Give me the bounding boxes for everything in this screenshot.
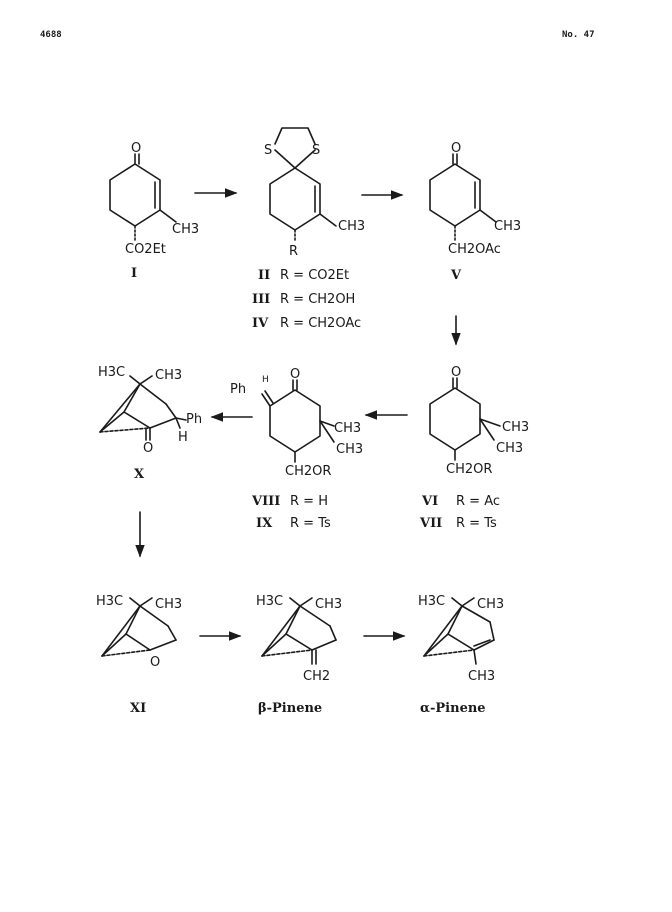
c2-sulfur-left: S [264, 143, 272, 158]
compound-X: O H3C CH3 Ph H X [98, 365, 202, 482]
c5-ketone-o: O [451, 141, 461, 156]
alpha-gem-left: H3C [418, 594, 445, 609]
c6-label-VII: VII [419, 516, 442, 531]
c6-methyl-1: CH3 [502, 420, 529, 435]
beta-pinene-name: β-Pinene [258, 701, 322, 716]
c6-methyl-2: CH3 [496, 441, 523, 456]
c10-h: H [178, 430, 188, 445]
c2-label-II: II [258, 268, 270, 283]
c1-methyl: CH3 [172, 222, 199, 237]
c8-h: H [262, 375, 269, 385]
c1-label: I [131, 266, 137, 281]
c2-label-III: III [252, 292, 270, 307]
c2-label-IV: IV [252, 316, 269, 331]
c8-methyl-1: CH3 [334, 421, 361, 436]
compound-alpha-pinene: CH3 H3C CH3 α-Pinene [418, 594, 504, 716]
c10-label: X [134, 467, 145, 482]
c6-text-VII: R = Ts [456, 516, 497, 531]
compound-XI: O H3C CH3 XI [96, 594, 182, 716]
c2-text-II: R = CO2Et [280, 268, 349, 283]
c10-ph: Ph [186, 412, 202, 427]
compound-beta-pinene: CH2 H3C CH3 β-Pinene [256, 594, 342, 716]
c6-label-VI: VI [421, 494, 438, 509]
c5-label: V [450, 268, 462, 283]
beta-gem-right: CH3 [315, 597, 342, 612]
c6-text-VI: R = Ac [456, 494, 500, 509]
beta-exo-ch2: CH2 [303, 669, 330, 684]
c5-methyl: CH3 [494, 219, 521, 234]
compound-I: O CH3 CO2Et I [109, 141, 199, 281]
c8-text-VIII: R = H [290, 494, 328, 509]
c8-substituent: CH2OR [285, 464, 331, 479]
c11-ketone-o: O [150, 655, 160, 670]
c8-label-VIII: VIII [251, 494, 280, 509]
alpha-methyl: CH3 [468, 669, 495, 684]
c2-methyl: CH3 [338, 219, 365, 234]
c11-gem-left: H3C [96, 594, 123, 609]
compound-VI-VII: O CH3 CH3 CH2OR VI R = Ac VII R = Ts [419, 365, 529, 531]
c6-ketone-o: O [451, 365, 461, 380]
c5-substituent: CH2OAc [448, 242, 501, 257]
beta-gem-left: H3C [256, 594, 283, 609]
c11-gem-right: CH3 [155, 597, 182, 612]
c2-r: R [289, 244, 298, 259]
c10-ketone-o: O [143, 441, 153, 456]
c6-substituent: CH2OR [446, 462, 492, 477]
c8-methyl-2: CH3 [336, 442, 363, 457]
compound-V: O CH3 CH2OAc V [429, 141, 521, 283]
c8-text-IX: R = Ts [290, 516, 331, 531]
c2-text-IV: R = CH2OAc [280, 316, 361, 331]
c10-gem-left: H3C [98, 365, 125, 380]
issue-number: No. 47 [562, 30, 595, 40]
c2-text-III: R = CH2OH [280, 292, 355, 307]
c2-sulfur-right: S [312, 143, 320, 158]
c1-substituent: CO2Et [125, 242, 166, 257]
c8-benzylidene-ph: Ph [230, 382, 246, 397]
c10-gem-right: CH3 [155, 368, 182, 383]
alpha-gem-right: CH3 [477, 597, 504, 612]
c1-ketone-o: O [131, 141, 141, 156]
compound-VIII-IX: O Ph H CH3 CH3 CH2OR VIII R = H IX R = T… [230, 367, 363, 531]
c11-label: XI [130, 701, 146, 716]
alpha-pinene-name: α-Pinene [420, 701, 486, 716]
page-number: 4688 [40, 30, 62, 40]
compound-II-IV: S S CH3 R II R = CO2Et III R = CH2OH IV … [252, 127, 365, 331]
c8-label-IX: IX [256, 516, 273, 531]
c8-ketone-o: O [290, 367, 300, 382]
